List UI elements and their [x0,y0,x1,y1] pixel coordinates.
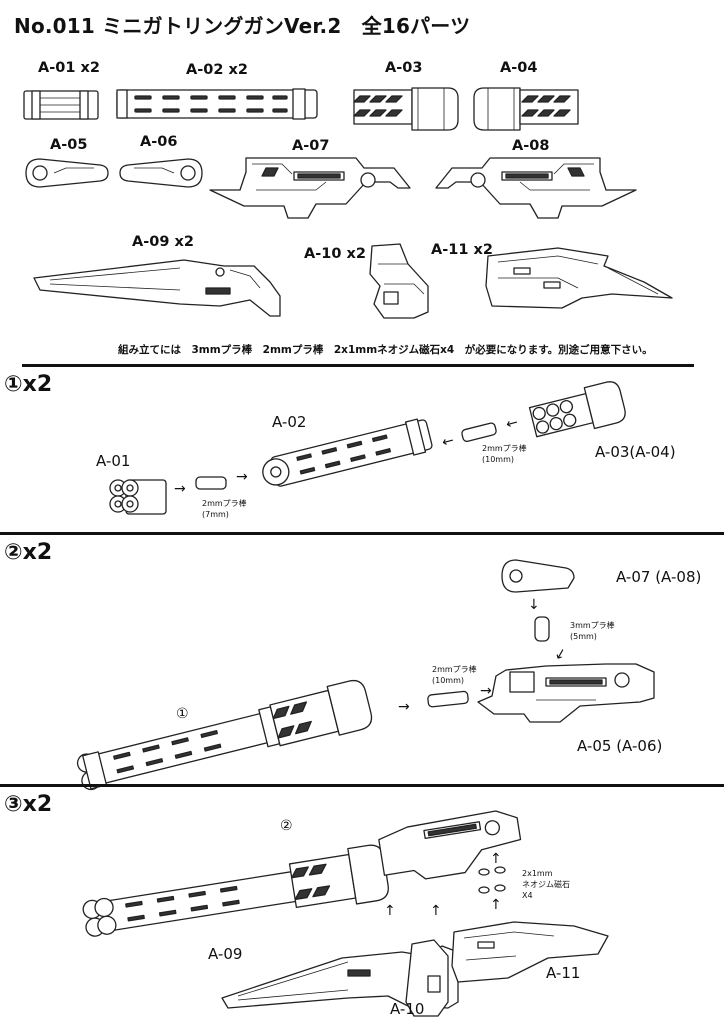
part-a11-drawing [485,247,673,309]
step3-label-a09: A-09 [208,945,243,963]
part-label-a07: A-07 [292,138,330,154]
step3-magnets-drawing [478,866,506,894]
step3-circle-ref: ② [280,818,293,834]
step2-circle-ref: ① [176,706,189,722]
part-a05-drawing [25,158,109,188]
section-divider-2 [0,532,724,535]
step3-arrow-up-1: ↑ [490,851,502,867]
part-a01-drawing [23,90,99,120]
step1-rod7-label: 2mmプラ棒 (7mm) [202,499,247,519]
part-label-a01: A-01 x2 [38,60,100,76]
part-a06-drawing [119,158,203,188]
step3-arrow-up-4: ↑ [430,903,442,919]
step1-header: ①x2 [4,372,53,397]
part-label-a06: A-06 [140,134,178,150]
part-label-a04: A-04 [500,60,538,76]
step1-rod10-label: 2mmプラ棒 (10mm) [482,444,527,464]
step1-label-a01: A-01 [96,452,131,470]
part-a07-drawing [209,157,411,219]
step2-gatling-drawing [76,679,373,791]
part-label-a09: A-09 x2 [132,234,194,250]
step3-blade-assembly-drawing [221,921,609,1017]
step2-rod-10mm [427,690,469,708]
step1-rod-10mm [461,422,497,442]
step2-rod10-label: 2mmプラ棒 (10mm) [432,665,477,685]
step1-arrow-1: → [174,481,186,497]
part-a02-drawing [116,88,318,120]
part-a09-drawing [33,259,281,317]
step2-rod5-label: 3mmプラ棒 (5mm) [570,621,615,641]
step1-a03-drawing [528,381,626,438]
part-label-a05: A-05 [50,137,88,153]
part-label-a02: A-02 x2 [186,62,248,78]
step2-label-a07: A-07 (A-08) [616,568,702,586]
step3-arrow-up-3: ↑ [384,903,396,919]
step1-a02-drawing [262,418,433,487]
step3-gatling-assembly-drawing [82,810,522,937]
part-label-a08: A-08 [512,138,550,154]
part-a10-drawing [369,243,429,319]
step3-header: ③x2 [4,792,53,817]
step1-label-a02: A-02 [272,413,307,431]
step3-label-a11: A-11 [546,964,581,982]
step1-a01-drawing [109,479,167,515]
page-title: No.011 ミニガトリングガンVer.2 全16パーツ [14,14,471,38]
part-label-a10: A-10 x2 [304,246,366,262]
step1-rod-7mm [195,476,227,490]
step2-label-a05: A-05 (A-06) [577,737,663,755]
step2-arrow-1: → [398,699,410,715]
step2-rod-5mm [534,616,550,642]
step1-arrow-3: → [440,431,456,451]
step1-label-a03: A-03(A-04) [595,443,676,461]
step2-header: ②x2 [4,540,53,565]
step2-arrow-2: → [480,683,492,699]
section-divider-1 [22,364,694,367]
part-a03-drawing [353,87,459,131]
step2-a05-drawing [477,663,655,723]
section-divider-3 [0,784,724,787]
step1-arrow-4: → [504,413,520,433]
step1-arrow-2: → [236,469,248,485]
step3-magnet-label: 2x1mm ネオジム磁石 X4 [522,869,570,900]
part-a04-drawing [473,87,579,131]
part-label-a11: A-11 x2 [431,242,493,258]
requirements-note: 組み立てには 3mmプラ棒 2mmプラ棒 2x1mmネオジム磁石x4 が必要にな… [118,344,653,356]
step3-label-a10: A-10 [390,1000,425,1018]
part-a08-drawing [435,157,637,219]
step2-arrow-down-1: ↓ [528,597,540,613]
part-label-a03: A-03 [385,60,423,76]
step2-a07-drawing [501,559,575,593]
step3-arrow-up-2: ↑ [490,897,502,913]
